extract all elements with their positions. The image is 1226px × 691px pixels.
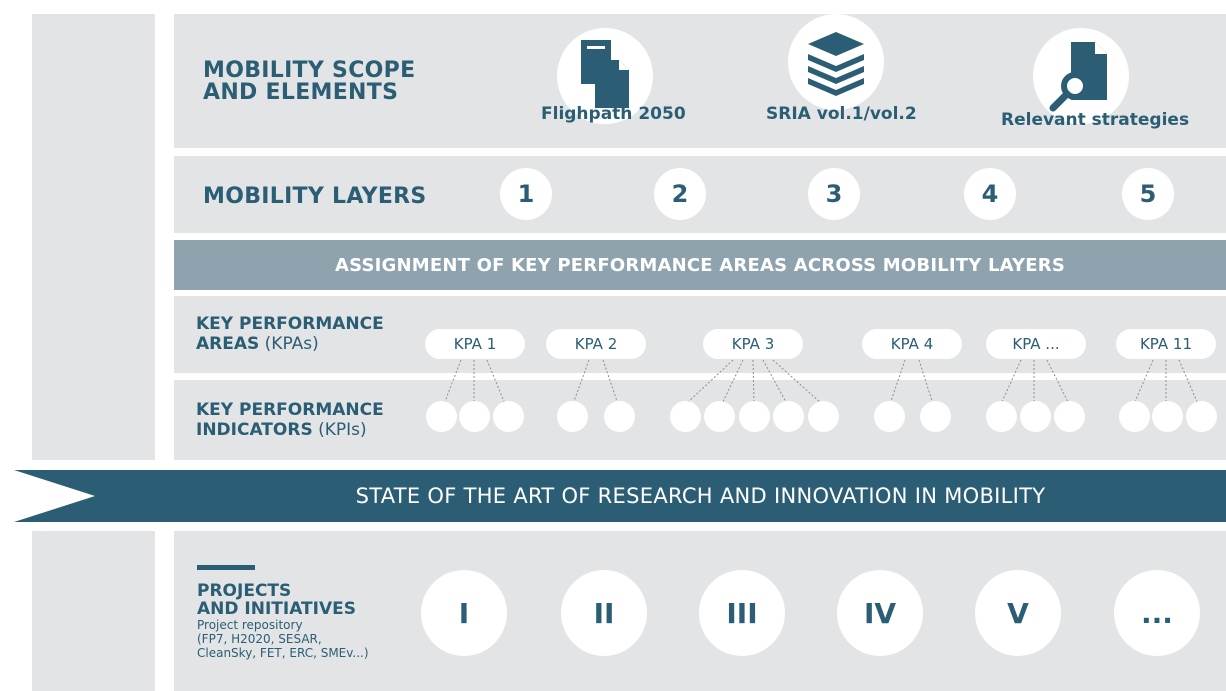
kpi-circle — [808, 401, 839, 432]
project-IV: IV — [837, 570, 923, 656]
kpi-circle — [493, 401, 524, 432]
layer-1: 1 — [500, 168, 552, 220]
left-pillar-bottom — [32, 531, 155, 691]
kpi-circle — [670, 401, 701, 432]
sria-label: SRIA vol.1/vol.2 — [766, 104, 917, 124]
kpi-circle — [986, 401, 1017, 432]
assignment-banner-text: ASSIGNMENT OF KEY PERFORMANCE AREAS ACRO… — [334, 254, 1066, 276]
project-III: III — [699, 570, 785, 656]
projects-title: PROJECTS AND INITIATIVES Project reposit… — [197, 582, 369, 660]
kpi-circle — [874, 401, 905, 432]
project-II: II — [561, 570, 647, 656]
kpi-circle — [1054, 401, 1085, 432]
layers-title: MOBILITY LAYERS — [203, 184, 427, 209]
strategies-label: Relevant strategies — [1001, 110, 1190, 130]
kpa-3-pill: KPA 3 — [703, 329, 803, 359]
kpi-circle — [604, 401, 635, 432]
state-banner: STATE OF THE ART OF RESEARCH AND INNOVAT… — [175, 470, 1226, 522]
kpa-more-pill: KPA ... — [986, 329, 1086, 359]
projects-subtitle-3: CleanSky, FET, ERC, SMEv...) — [197, 646, 369, 660]
kpi-circle — [773, 401, 804, 432]
project-V: V — [975, 570, 1061, 656]
projects-accent-bar — [197, 565, 255, 570]
layer-5: 5 — [1122, 168, 1174, 220]
kpi-circle — [739, 401, 770, 432]
layers-icon — [808, 32, 864, 96]
flightpath-icon-circle — [557, 28, 653, 124]
kpa-11-pill: KPA 11 — [1116, 329, 1216, 359]
state-banner-text: STATE OF THE ART OF RESEARCH AND INNOVAT… — [355, 484, 1046, 508]
project-I: I — [421, 570, 507, 656]
kpi-title-line2: INDICATORS — [196, 420, 313, 440]
project-more: ... — [1114, 570, 1200, 656]
sria-icon-circle — [788, 14, 884, 110]
kpi-circle — [1119, 401, 1150, 432]
kpa-title: KEY PERFORMANCE AREAS (KPAs) — [196, 314, 384, 354]
layer-4: 4 — [964, 168, 1016, 220]
kpa-4-pill: KPA 4 — [862, 329, 962, 359]
flightpath-label: Flighpath 2050 — [541, 104, 686, 124]
projects-title-line2: AND INITIATIVES — [197, 599, 356, 619]
strategies-icon-circle — [1033, 28, 1129, 124]
search-document-icon — [1049, 42, 1107, 112]
kpi-circle — [920, 401, 951, 432]
layer-2: 2 — [654, 168, 706, 220]
projects-subtitle-2: (FP7, H2020, SESAR, — [197, 632, 322, 646]
layer-3: 3 — [808, 168, 860, 220]
state-banner-arrow — [14, 470, 176, 522]
assignment-banner: ASSIGNMENT OF KEY PERFORMANCE AREAS ACRO… — [174, 240, 1226, 290]
kpa-2-pill: KPA 2 — [546, 329, 646, 359]
scope-title-line2: AND ELEMENTS — [203, 80, 399, 105]
kpi-circle — [1152, 401, 1183, 432]
kpi-title: KEY PERFORMANCE INDICATORS (KPIs) — [196, 400, 384, 440]
kpi-title-abbrev: (KPIs) — [312, 420, 367, 440]
scope-title: MOBILITY SCOPE AND ELEMENTS — [203, 60, 415, 104]
kpi-circle — [1020, 401, 1051, 432]
kpi-circle — [557, 401, 588, 432]
kpi-title-line1: KEY PERFORMANCE — [196, 400, 384, 420]
kpa-title-line2: AREAS — [196, 334, 260, 354]
kpa-title-line1: KEY PERFORMANCE — [196, 314, 384, 334]
kpi-circle — [459, 401, 490, 432]
kpi-circle — [704, 401, 735, 432]
kpa-kpi-connectors — [443, 359, 1199, 405]
document-icon — [581, 40, 629, 108]
kpi-circle — [426, 401, 457, 432]
projects-subtitle-1: Project repository — [197, 618, 303, 632]
projects-title-line1: PROJECTS — [197, 581, 292, 601]
kpa-title-abbrev: (KPAs) — [259, 334, 319, 354]
kpi-circle — [1186, 401, 1217, 432]
kpa-1-pill: KPA 1 — [425, 329, 525, 359]
left-pillar-top — [32, 14, 155, 460]
scope-title-line1: MOBILITY SCOPE — [203, 58, 416, 83]
